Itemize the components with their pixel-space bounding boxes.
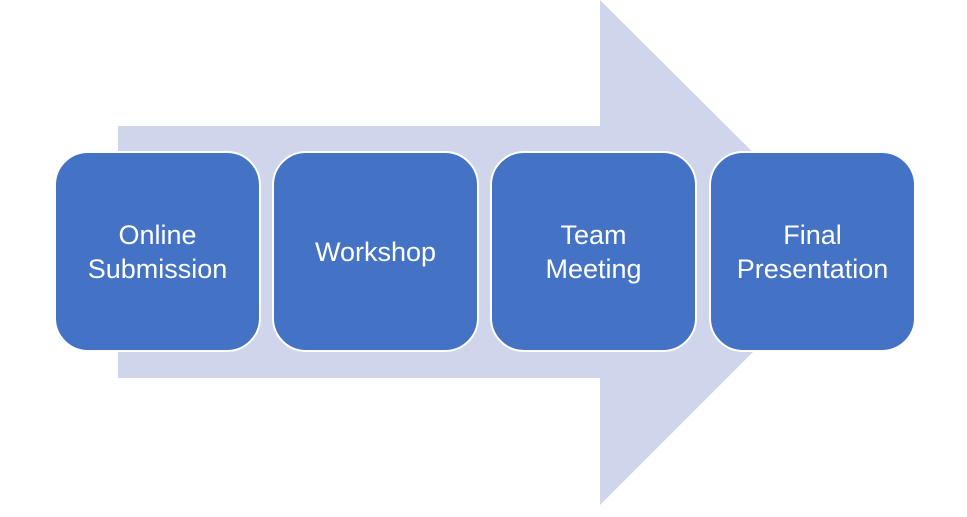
step-label-line: Workshop <box>314 236 437 267</box>
step-label-line: Team <box>560 219 627 250</box>
step-label-line: Final <box>783 219 842 250</box>
step-label-line: Online <box>118 219 197 250</box>
arrow-shape <box>118 0 853 505</box>
step-label-line: Presentation <box>736 253 889 284</box>
step-label-line: Meeting <box>545 253 642 284</box>
step-label-line: Submission <box>87 253 228 284</box>
step-workshop[interactable]: Workshop <box>272 151 479 352</box>
